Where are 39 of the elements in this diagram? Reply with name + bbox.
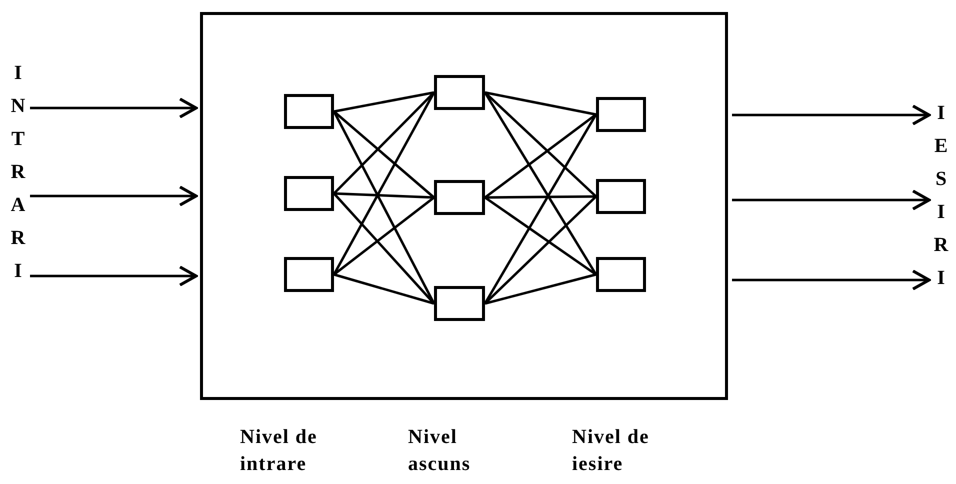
signal-arrow: [30, 266, 198, 286]
neuron-box: [434, 286, 485, 321]
layer-label: Nivel de iesire: [572, 425, 650, 477]
connection-line: [334, 91, 434, 113]
connection-line: [484, 91, 596, 116]
connection-line: [333, 110, 435, 198]
signal-arrow: [732, 104, 930, 126]
layer-label: Nivel ascuns: [408, 425, 472, 477]
connection-line: [484, 114, 597, 198]
connection-line: [484, 195, 596, 199]
signal-arrow: [30, 98, 198, 118]
connection-line: [334, 273, 434, 305]
signal-arrow: [30, 186, 198, 206]
network-frame: [200, 12, 728, 400]
connection-line: [484, 92, 598, 276]
layer-label: Nivel de intrare: [240, 425, 318, 477]
vertical-label: INTRARI: [10, 57, 26, 288]
neuron-box: [434, 180, 485, 215]
signal-arrow: [732, 270, 930, 290]
vertical-label: IESIRI: [933, 97, 949, 295]
connection-line: [484, 273, 596, 305]
neuron-box: [596, 97, 646, 132]
signal-arrow: [732, 190, 930, 210]
connection-line: [484, 196, 597, 304]
neuron-box: [596, 257, 646, 292]
connection-line: [333, 196, 435, 276]
connection-line: [484, 92, 597, 198]
connection-line: [334, 192, 434, 199]
connection-line: [484, 114, 598, 304]
neuron-box: [434, 75, 485, 110]
neuron-box: [284, 176, 334, 211]
neuron-box: [596, 179, 646, 214]
connection-line: [484, 196, 597, 276]
connection-line: [332, 92, 436, 276]
neuron-box: [284, 257, 334, 292]
connection-line: [333, 192, 435, 304]
connection-line: [332, 110, 436, 304]
neuron-box: [284, 94, 334, 129]
connection-line: [333, 92, 435, 194]
